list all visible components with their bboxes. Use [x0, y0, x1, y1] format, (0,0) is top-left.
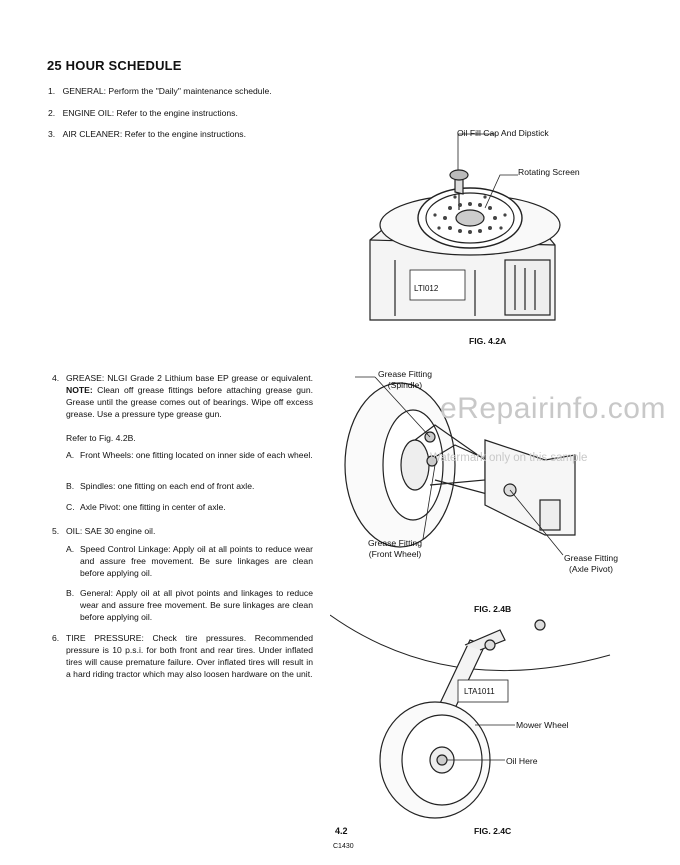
list-item: 2. ENGINE OIL: Refer to the engine instr…	[48, 107, 238, 119]
item-number: 4.	[52, 373, 60, 383]
sub-letter: B.	[66, 481, 75, 491]
callout-mower-wheel: Mower Wheel	[516, 720, 569, 730]
grease-lead: GREASE: NLGI Grade 2 Lithium base EP gre…	[66, 373, 313, 383]
sub-letter: A.	[66, 544, 75, 554]
item-number: 2.	[48, 108, 56, 118]
page-title: 25 HOUR SCHEDULE	[47, 58, 182, 73]
sub-item-text: Spindles: one fitting on each end of fro…	[80, 481, 255, 491]
page-number: 4.2	[335, 826, 348, 836]
sub-item-text: Speed Control Linkage: Apply oil at all …	[80, 544, 313, 578]
refer-text: Refer to Fig. 4.2B.	[66, 433, 136, 443]
item-number: 1.	[48, 86, 56, 96]
watermark-text: eRepairinfo.com	[440, 392, 666, 425]
front-axle-illustration	[344, 376, 576, 556]
callout-line: (Front Wheel)	[368, 549, 422, 559]
mower-wheel-illustration	[330, 614, 611, 819]
figure-tag: LTA1011	[464, 687, 495, 696]
grease-text: Clean off grease fittings before attachi…	[66, 385, 313, 419]
figure-tag: LTI012	[414, 284, 439, 293]
grease-paragraph: GREASE: NLGI Grade 2 Lithium base EP gre…	[66, 372, 313, 420]
sub-item-text: General: Apply oil at all pivot points a…	[80, 588, 313, 622]
document-code: C1430	[333, 843, 354, 850]
callout-grease-front-wheel: Grease Fitting (Front Wheel)	[368, 538, 422, 560]
sub-letter: B.	[66, 588, 75, 598]
figure-caption: FIG. 4.2A	[469, 336, 507, 346]
callout-line: (Axle Pivot)	[569, 564, 613, 574]
callout-oil-fill-cap: Oil Fill Cap And Dipstick	[457, 128, 549, 138]
sub-item-text: Front Wheels: one fitting located on inn…	[80, 450, 313, 460]
callout-line: Grease Fitting	[368, 538, 422, 548]
list-item: 1. GENERAL: Perform the "Daily" maintena…	[48, 85, 272, 97]
figure-caption: FIG. 2.4C	[474, 826, 512, 836]
item-number: 6.	[52, 633, 60, 643]
callout-grease-spindle: Grease Fitting (Spindle)	[378, 369, 432, 391]
item-number: 3.	[48, 129, 56, 139]
item-number: 5.	[52, 526, 60, 536]
callout-line: Grease Fitting	[378, 369, 432, 379]
item-text: ENGINE OIL: Refer to the engine instruct…	[62, 108, 238, 118]
oil-text: OIL: SAE 30 engine oil.	[66, 526, 156, 536]
note-label: NOTE:	[66, 385, 93, 395]
engine-illustration	[369, 133, 561, 321]
callout-line: Grease Fitting	[564, 553, 618, 563]
tire-text: TIRE PRESSURE: Check tire pressures. Rec…	[66, 633, 313, 679]
sub-letter: A.	[66, 450, 75, 460]
item-text: GENERAL: Perform the "Daily" maintenance…	[62, 86, 272, 96]
callout-line: (Spindle)	[387, 380, 423, 390]
callout-oil-here: Oil Here	[506, 756, 538, 766]
list-item: 3. AIR CLEANER: Refer to the engine inst…	[48, 128, 246, 140]
callout-grease-axle-pivot: Grease Fitting (Axle Pivot)	[564, 553, 618, 575]
sub-item-text: Axle Pivot: one fitting in center of axl…	[80, 502, 226, 512]
item-text: AIR CLEANER: Refer to the engine instruc…	[62, 129, 246, 139]
callout-rotating-screen: Rotating Screen	[518, 167, 580, 177]
watermark-subtext: Watermark only on this sample	[430, 452, 588, 464]
figure-caption: FIG. 2.4B	[474, 604, 512, 614]
sub-letter: C.	[66, 502, 75, 512]
